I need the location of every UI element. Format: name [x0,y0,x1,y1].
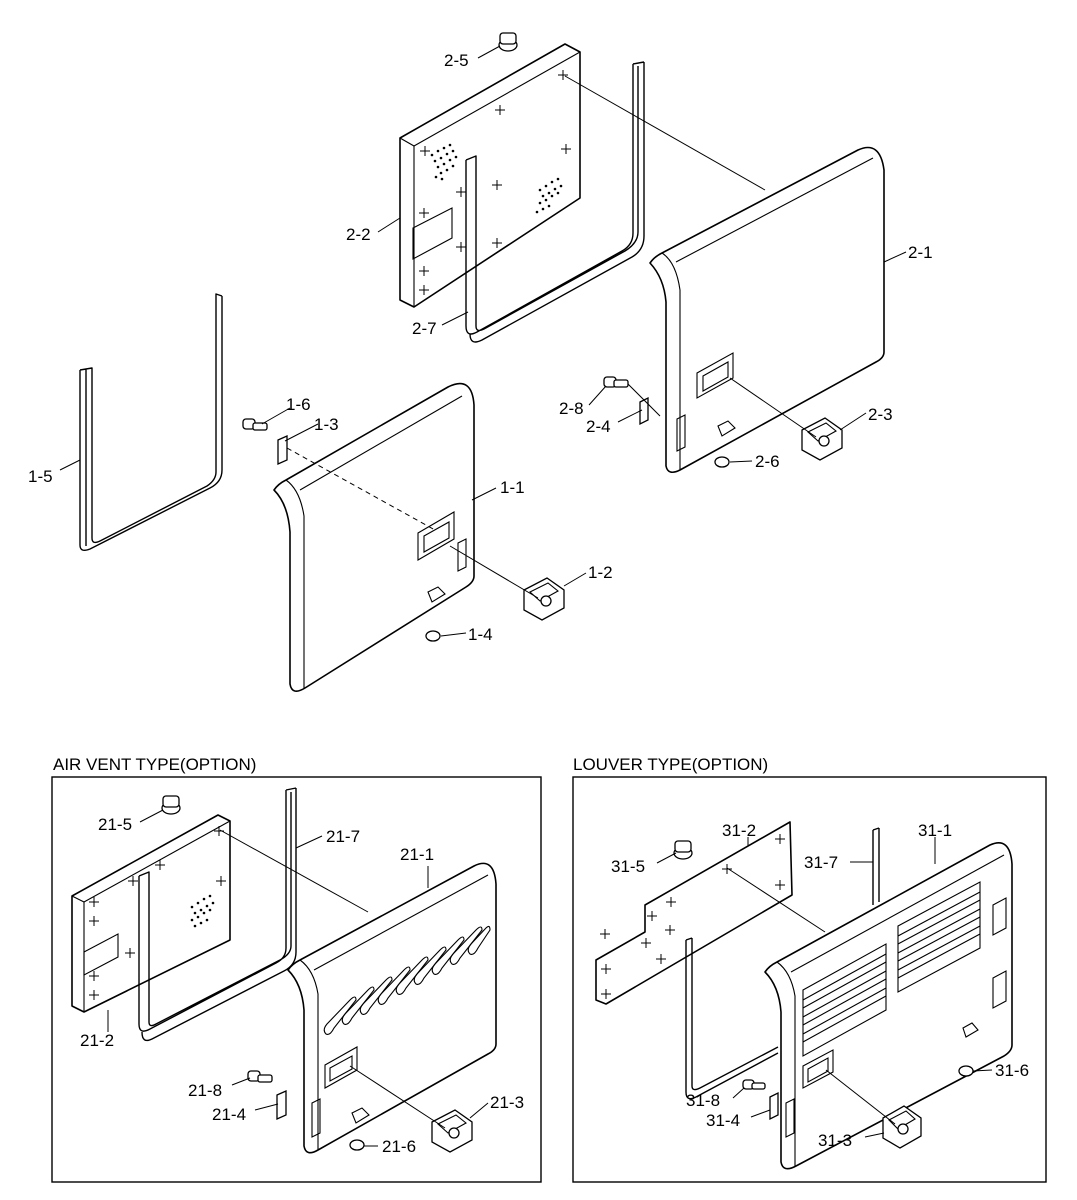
label-21-7: 21-7 [326,827,360,846]
part-31-8-screw [742,1079,766,1090]
label-2-7: 2-7 [412,319,437,338]
part-2-6-grommet [714,456,730,468]
part-21-7-seal [138,787,297,1042]
louver-frame [572,776,1047,1183]
part-2-8-screw [603,376,629,388]
label-31-6: 31-6 [995,1061,1029,1080]
label-31-2: 31-2 [722,821,756,840]
label-31-5: 31-5 [611,857,645,876]
part-31-1-door [764,842,1013,1170]
assembly-1 [79,293,565,692]
louver-assembly [595,821,1013,1170]
label-1-2: 1-2 [588,563,613,582]
label-2-4: 2-4 [586,417,611,436]
part-31-6-grommet [958,1065,974,1077]
label-leaders [59,45,993,1147]
label-21-3: 21-3 [490,1093,524,1112]
part-2-7-seal [465,61,645,343]
part-2-3-latch [801,417,843,461]
part-31-2-inner-plate [595,821,793,1005]
label-2-2: 2-2 [346,225,371,244]
part-1-3-bracket [277,434,288,466]
part-1-2-latch [523,577,565,621]
label-1-5: 1-5 [28,467,53,486]
label-2-6: 2-6 [755,452,780,471]
label-1-6: 1-6 [286,395,311,414]
part-1-5-seal [79,293,223,552]
label-31-3: 31-3 [818,1131,852,1150]
label-31-4: 31-4 [706,1111,740,1130]
part-31-3-latch [882,1105,922,1149]
label-31-8: 31-8 [686,1091,720,1110]
part-21-2-inner-plate [71,814,231,1013]
label-21-1: 21-1 [400,845,434,864]
part-21-4-bracket [276,1089,287,1121]
label-21-5: 21-5 [98,815,132,834]
air-vent-section-title: AIR VENT TYPE(OPTION) [53,755,256,774]
label-2-5: 2-5 [444,51,469,70]
part-1-4-grommet [425,630,441,642]
air-vent-frame [51,776,542,1183]
assembly-2 [399,32,885,474]
label-21-2: 21-2 [80,1031,114,1050]
label-31-1: 31-1 [918,821,952,840]
label-21-4: 21-4 [212,1105,246,1124]
label-1-1: 1-1 [500,478,525,497]
part-31-5-rivet [673,840,693,860]
part-21-5-rivet [161,795,181,815]
label-31-7: 31-7 [804,853,838,872]
part-2-5-rivet [498,32,518,52]
part-21-1-door [287,862,497,1154]
label-1-3: 1-3 [314,415,339,434]
part-2-1-outer-door [649,146,885,474]
part-2-4-bracket [639,396,649,426]
part-1-6-screw [242,418,268,431]
part-21-8-screw [247,1070,273,1083]
air-vent-assembly [71,787,497,1154]
label-2-8: 2-8 [559,399,584,418]
label-21-6: 21-6 [382,1137,416,1156]
label-2-1: 2-1 [908,243,933,262]
part-21-6-grommet [349,1139,365,1151]
label-2-3: 2-3 [868,405,893,424]
part-21-3-latch [431,1109,473,1153]
part-31-4-bracket [769,1091,779,1121]
label-21-8: 21-8 [188,1081,222,1100]
part-labels: 2-5 2-2 2-7 2-1 2-8 2-4 2-3 2-6 1-6 1-3 … [28,51,1029,1156]
label-1-4: 1-4 [468,625,493,644]
part-1-1-door [273,382,475,692]
part-2-2-inner-plate [399,43,581,308]
part-31-7-seal [685,827,880,1100]
louver-section-title: LOUVER TYPE(OPTION) [573,755,768,774]
